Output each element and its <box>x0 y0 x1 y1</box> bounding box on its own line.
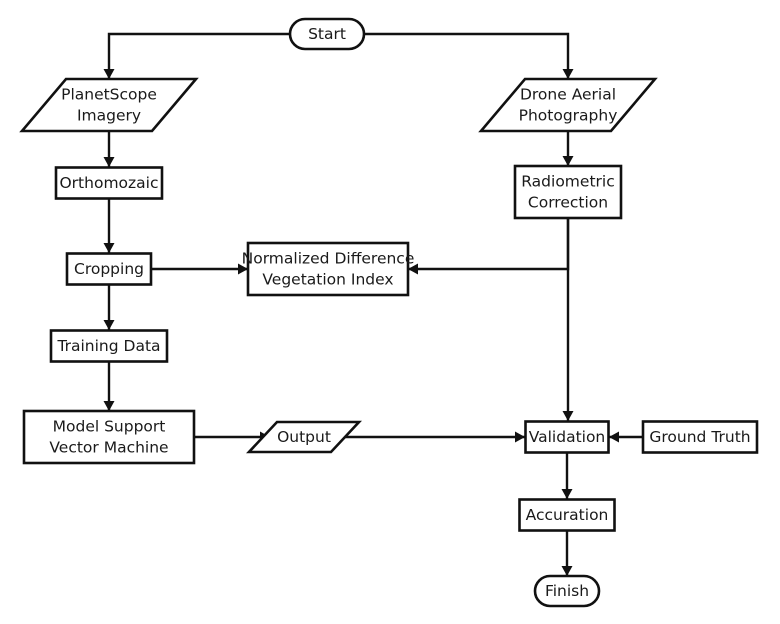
node-label: Finish <box>545 582 589 600</box>
node-training: Training Data <box>49 329 169 363</box>
node-label: Validation <box>529 428 606 446</box>
edge-training-to-svm <box>103 361 115 411</box>
edge-accuration-to-finish <box>561 530 573 576</box>
arrowhead-icon <box>103 243 115 253</box>
process-box-shape <box>246 241 410 297</box>
node-label: Correction <box>528 194 608 212</box>
process-box-shape <box>641 420 759 454</box>
arrowhead-icon <box>609 431 619 443</box>
arrowhead-icon <box>408 263 418 275</box>
node-label: Cropping <box>74 260 144 278</box>
terminator-shape <box>533 574 601 608</box>
arrowhead-icon <box>103 69 115 79</box>
node-output: Output <box>246 420 362 454</box>
node-label: Model Support <box>53 418 166 436</box>
edge-radiometric-to-ndvi <box>408 218 570 275</box>
node-label: Start <box>308 25 346 43</box>
node-label: Imagery <box>77 107 141 125</box>
arrowhead-icon <box>103 320 115 330</box>
node-orthomozaic: Orthomozaic <box>54 166 164 200</box>
process-box-shape <box>518 498 616 532</box>
arrowhead-icon <box>562 69 574 79</box>
node-label: Ground Truth <box>649 428 750 446</box>
edge-cropping-to-training <box>103 284 115 330</box>
node-label: Output <box>277 428 331 446</box>
edge-radiometric-to-validation <box>562 218 574 421</box>
process-box-shape <box>22 409 196 465</box>
arrowhead-icon <box>561 489 573 499</box>
edge-start-to-drone <box>364 32 574 79</box>
arrowhead-icon <box>562 156 574 166</box>
process-box-shape <box>65 252 153 286</box>
node-label: Orthomozaic <box>59 174 158 192</box>
node-label: Training Data <box>56 337 160 355</box>
edge-planetscope-to-orthomozaic <box>103 131 115 167</box>
arrowhead-icon <box>103 401 115 411</box>
arrowhead-icon <box>562 411 574 421</box>
edge-drone-to-radiometric <box>562 131 574 166</box>
node-label: Drone Aerial <box>520 86 616 104</box>
node-label: Vegetation Index <box>262 271 393 289</box>
edge-validation-to-accuration <box>561 452 573 499</box>
edge-orthomozaic-to-cropping <box>103 198 115 253</box>
connector-line <box>408 218 570 271</box>
terminator-shape <box>288 17 366 51</box>
node-label: Normalized Difference <box>242 250 415 268</box>
arrowhead-icon <box>103 157 115 167</box>
process-box-shape <box>49 329 169 363</box>
arrowhead-icon <box>515 431 525 443</box>
node-label: Accuration <box>526 506 609 524</box>
data-parallelogram-shape <box>246 420 362 454</box>
edge-cropping-to-ndvi <box>151 263 248 275</box>
process-box-shape <box>54 166 164 200</box>
data-parallelogram-shape <box>478 77 658 133</box>
node-accuration: Accuration <box>518 498 616 532</box>
edge-start-to-planetscope <box>103 32 290 79</box>
data-parallelogram-shape <box>19 77 199 133</box>
edge-output-to-validation <box>338 431 525 443</box>
node-label: PlanetScope <box>61 86 157 104</box>
arrowhead-icon <box>238 263 248 275</box>
node-finish: Finish <box>533 574 601 608</box>
process-box-shape <box>513 164 623 220</box>
node-label: Photography <box>519 107 618 125</box>
edge-groundtruth-to-validation <box>609 431 643 443</box>
node-label: Vector Machine <box>49 439 168 457</box>
node-label: Radiometric <box>521 173 614 191</box>
arrowhead-icon <box>561 566 573 576</box>
node-validation: Validation <box>524 420 610 454</box>
process-box-shape <box>524 420 610 454</box>
node-start: Start <box>288 17 366 51</box>
connector-line <box>107 32 290 79</box>
node-groundtruth: Ground Truth <box>641 420 759 454</box>
connector-line <box>364 32 570 79</box>
edges-layer <box>103 32 643 576</box>
node-cropping: Cropping <box>65 252 153 286</box>
